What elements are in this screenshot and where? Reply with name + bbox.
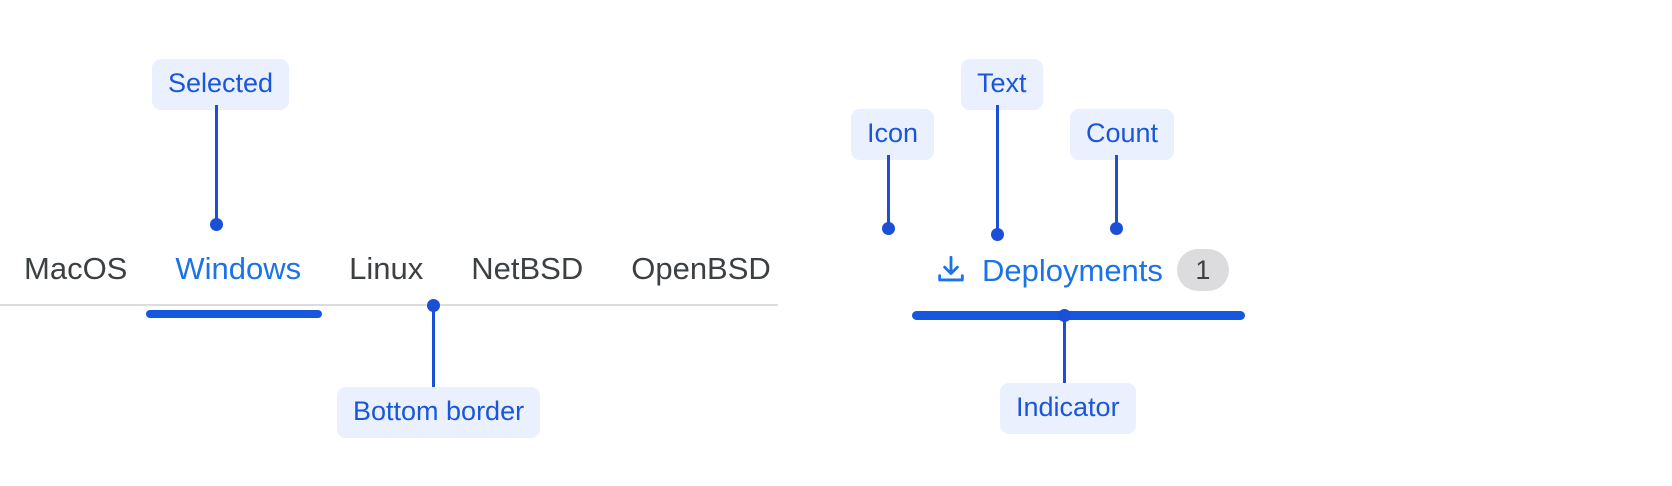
annotation-bottom-border-label: Bottom border — [337, 387, 541, 438]
tab-list: MacOS Windows Linux NetBSD OpenBSD — [0, 243, 795, 284]
tab-openbsd[interactable]: OpenBSD — [607, 243, 795, 284]
deployments-tab[interactable]: Deployments 1 — [912, 243, 1272, 323]
tab-bar-bottom-border — [0, 304, 778, 306]
annotation-count-leader-line — [1115, 155, 1118, 227]
annotation-indicator-label: Indicator — [1000, 383, 1136, 434]
deployments-tab-label: Deployments — [982, 252, 1163, 288]
annotation-text-leader-dot — [991, 228, 1004, 241]
tab-linux-label: Linux — [349, 251, 424, 286]
annotation-selected-leader-dot — [210, 218, 223, 231]
annotation-indicator-leader-line — [1063, 315, 1066, 383]
tab-macos-label: MacOS — [24, 251, 128, 286]
annotation-icon-label: Icon — [851, 109, 935, 160]
annotation-text-label: Text — [961, 59, 1043, 110]
annotation-icon-leader-line — [887, 155, 890, 227]
deployments-tab-content: Deployments 1 — [934, 249, 1229, 291]
tab-macos[interactable]: MacOS — [0, 243, 151, 284]
tab-bar: MacOS Windows Linux NetBSD OpenBSD — [0, 243, 780, 318]
deployments-count-badge: 1 — [1176, 249, 1229, 291]
tab-openbsd-label: OpenBSD — [631, 251, 771, 286]
annotation-count-label: Count — [1070, 109, 1175, 160]
annotation-count-leader-dot — [1110, 222, 1123, 235]
deployments-tab-indicator — [912, 311, 1245, 320]
tab-netbsd-label: NetBSD — [471, 251, 584, 286]
annotation-selected-label: Selected — [152, 59, 290, 110]
annotation-text-leader-line — [996, 105, 999, 232]
tab-linux[interactable]: Linux — [325, 243, 447, 284]
tab-windows[interactable]: Windows — [151, 243, 325, 284]
annotation-selected-leader-line — [215, 105, 218, 223]
download-icon — [938, 255, 964, 282]
tab-windows-label: Windows — [175, 251, 302, 286]
annotation-bottom-border-leader-line — [432, 305, 435, 388]
tab-windows-selected-indicator — [146, 310, 322, 318]
annotation-icon-leader-dot — [882, 222, 895, 235]
tab-netbsd[interactable]: NetBSD — [447, 243, 607, 284]
